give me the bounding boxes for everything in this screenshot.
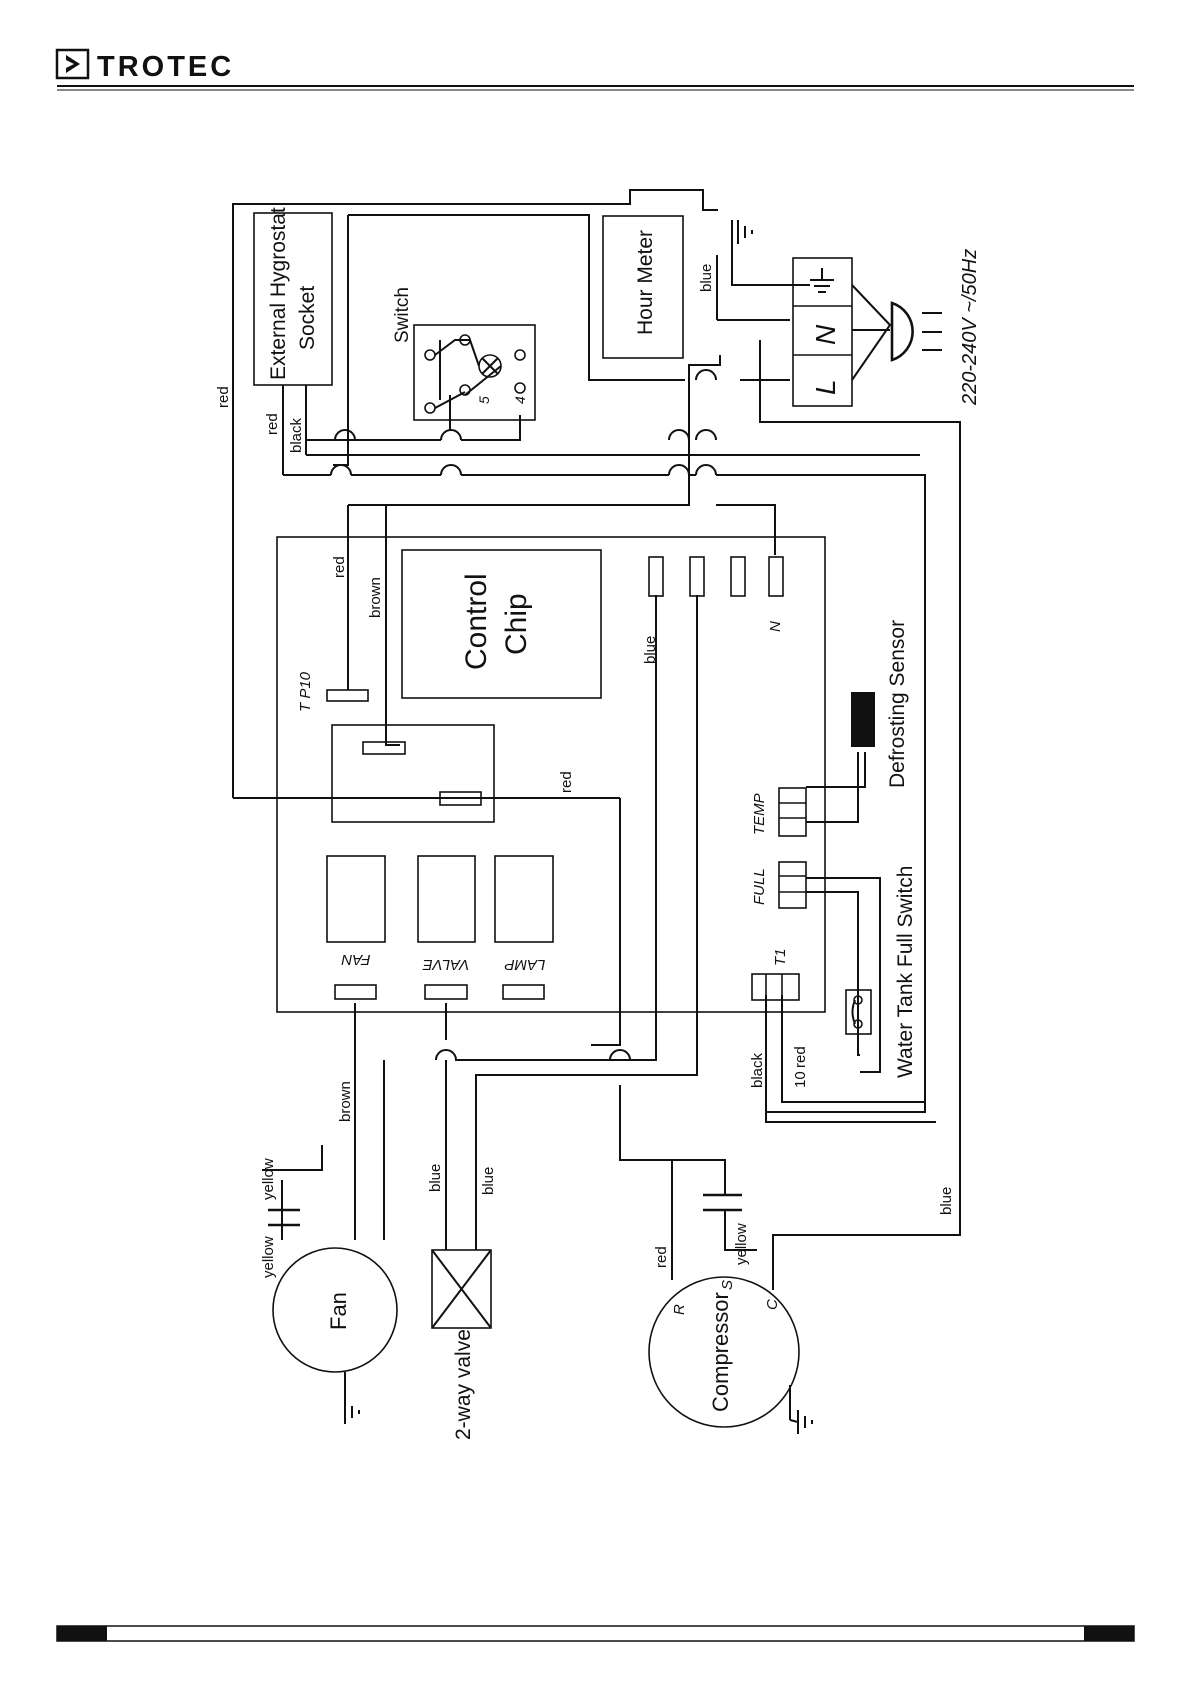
fan-label: Fan (326, 1292, 351, 1330)
switch-label: Switch (392, 287, 413, 343)
valve-relay (418, 856, 475, 942)
two-way-valve: 2-way valve (432, 1250, 491, 1440)
wire-label-brown-1: brown (367, 577, 384, 618)
logo-frame (57, 50, 88, 78)
compressor: Compressor R S C (649, 1195, 812, 1434)
wire-label-blue-3: blue (427, 1164, 444, 1192)
wire-label-black-1: black (288, 417, 305, 453)
compressor-s-label: S (719, 1280, 736, 1290)
ground-symbol-icon (732, 220, 752, 244)
switch-pin-4: 4 (512, 396, 528, 404)
external-hygrostat-socket: External Hygrostat Socket (254, 207, 332, 385)
control-chip-line1: Control (460, 573, 493, 670)
wire-label-red-4: red (558, 771, 575, 793)
compressor-ground-icon (790, 1410, 812, 1434)
wire-label-brown-2: brown (337, 1081, 354, 1122)
lamp-output-label: LAMP (505, 956, 546, 973)
header-logo: TROTEC (57, 50, 234, 83)
temp-label: TEMP (751, 793, 768, 835)
full-connector (779, 862, 806, 908)
wire-label-red-6: red (792, 1046, 809, 1068)
wire-label-blue-4: blue (480, 1167, 497, 1195)
wire-label-red-2: red (264, 413, 281, 435)
terminal-l-label: L (810, 379, 841, 395)
t1-ten-label: 10 (792, 1071, 809, 1088)
wire-label-blue-1: blue (698, 264, 715, 292)
control-chip-line2: Chip (500, 593, 533, 655)
plug-icon (892, 303, 913, 360)
ground-terminal-icon (810, 268, 834, 292)
wire-label-blue-5: blue (938, 1187, 955, 1215)
defrost-sensor-label: Defrosting Sensor (886, 620, 909, 788)
hygrostat-label-line1: External Hygrostat (267, 207, 290, 380)
wire-label-yellow-2: yellow (260, 1236, 277, 1278)
hour-meter-label: Hour Meter (634, 230, 657, 335)
wire-labels: red red black red brown blue blue red br… (215, 264, 955, 1278)
tp10-label: T P10 (297, 671, 314, 712)
switch: Switch 5 4 (392, 287, 535, 420)
relay-block (332, 725, 494, 822)
supply-label: 220-240V ~/50Hz (959, 249, 981, 406)
full-label: FULL (751, 868, 768, 905)
wire-label-yellow-1: yellow (260, 1158, 277, 1200)
footer-bar (57, 1626, 1134, 1641)
defrosting-sensor: Defrosting Sensor (851, 620, 909, 788)
control-board: Control Chip T P10 N TEMP FULL T1 FAN VA… (277, 537, 825, 1012)
t1-connector (752, 974, 799, 1000)
mains-terminal-block: N L 220-240V ~/50Hz (793, 249, 981, 406)
compressor-r-label: R (671, 1304, 688, 1315)
hour-meter: Hour Meter (603, 216, 683, 358)
wire-label-red-3: red (331, 556, 348, 578)
hygrostat-label-line2: Socket (296, 286, 319, 350)
wire-label-red-1: red (215, 386, 232, 408)
valve-label: 2-way valve (452, 1329, 475, 1440)
fan-output-label: FAN (341, 951, 370, 968)
brand-name: TROTEC (97, 51, 234, 83)
compressor-label: Compressor (708, 1292, 733, 1412)
fan-relay (327, 856, 385, 942)
water-tank-switch-label: Water Tank Full Switch (894, 866, 917, 1078)
switch-pin-5: 5 (476, 396, 492, 404)
water-tank-full-switch: Water Tank Full Switch (846, 866, 917, 1078)
wire-label-red-5: red (653, 1246, 670, 1268)
fan-ground-icon (345, 1400, 359, 1424)
compressor-c-label: C (764, 1299, 781, 1310)
wire-label-blue-2: blue (642, 636, 659, 664)
t1-label: T1 (772, 948, 789, 966)
lamp-relay (495, 856, 553, 942)
n-label: N (767, 621, 784, 632)
valve-output-label: VALVE (422, 956, 470, 973)
wire-label-yellow-3: yellow (733, 1223, 750, 1265)
tp10-connector (327, 690, 368, 701)
sensor-icon (851, 692, 875, 747)
wire-label-black-2: black (749, 1052, 766, 1088)
terminal-n-label: N (810, 324, 841, 345)
fan: Fan (268, 1210, 397, 1424)
temp-connector (779, 788, 806, 836)
